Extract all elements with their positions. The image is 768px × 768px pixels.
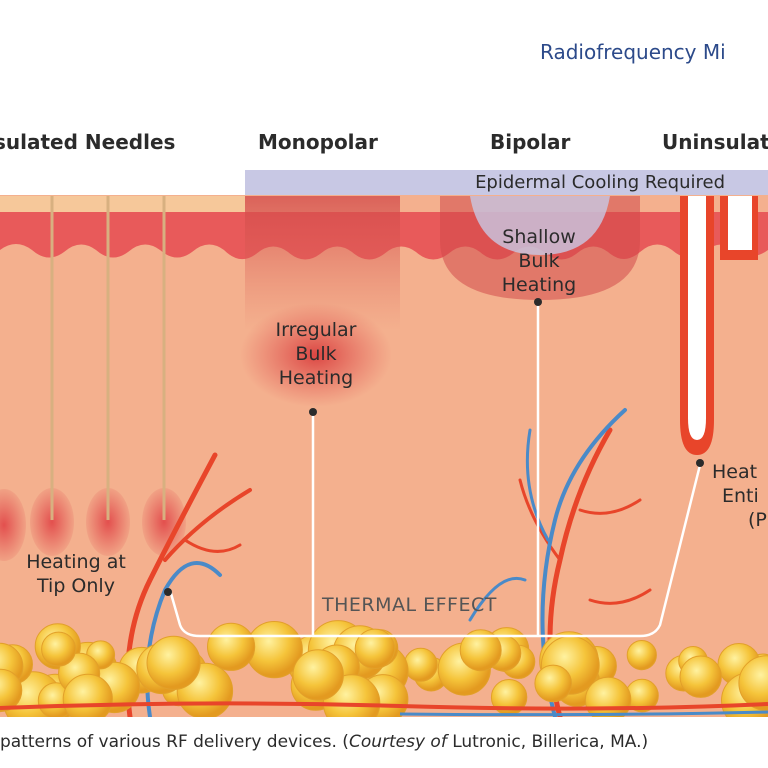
- fat-globule: [584, 676, 632, 717]
- epidermal-cooling-label: Epidermal Cooling Required: [475, 172, 725, 193]
- fat-globule: [146, 635, 201, 690]
- pointer-dot: [534, 298, 542, 306]
- pointer-dot: [164, 588, 172, 596]
- tip-heat-zone: [86, 488, 130, 556]
- fat-globule: [738, 655, 768, 711]
- column-label-insulated-needles: sulated Needles: [0, 130, 176, 154]
- fat-globule: [0, 668, 23, 713]
- uninsulated-needle-1: [688, 196, 706, 440]
- tip-heat-zone: [0, 489, 26, 561]
- epidermal-cooling-band: [245, 170, 768, 196]
- tip-heat-zone: [142, 488, 186, 556]
- column-label-uninsulated: Uninsulat: [662, 130, 768, 154]
- thermal-effect-bracket: [168, 464, 702, 638]
- deep-artery: [0, 701, 768, 711]
- thermal-effect-label: THERMAL EFFECT: [322, 594, 497, 616]
- irregular-heat-zone: [240, 303, 392, 407]
- column-label-bipolar: Bipolar: [490, 130, 571, 154]
- fat-globule: [292, 649, 344, 701]
- header-title: Radiofrequency Mi: [540, 40, 726, 64]
- fat-layer: [0, 620, 768, 717]
- pointer-dot: [309, 408, 317, 416]
- fat-globule: [354, 628, 396, 669]
- figure-caption: patterns of various RF delivery devices.…: [0, 732, 649, 752]
- tip-heat-zone: [30, 488, 74, 556]
- fat-globule: [207, 622, 256, 671]
- fat-globule: [459, 629, 502, 672]
- skin-cross-section-diagram: [0, 195, 768, 717]
- fat-globule: [41, 631, 77, 667]
- fat-globule: [679, 655, 722, 698]
- fat-globule: [534, 664, 573, 703]
- bipolar-cooled-zone: [470, 196, 610, 255]
- surface-strip: [0, 196, 245, 212]
- fat-globule: [626, 640, 657, 671]
- deep-vein: [399, 710, 768, 717]
- fat-globule: [403, 647, 438, 682]
- pointer-dot: [696, 459, 704, 467]
- uninsulated-needle-2: [728, 196, 752, 250]
- fat-globule: [62, 673, 113, 717]
- column-label-monopolar: Monopolar: [258, 130, 378, 154]
